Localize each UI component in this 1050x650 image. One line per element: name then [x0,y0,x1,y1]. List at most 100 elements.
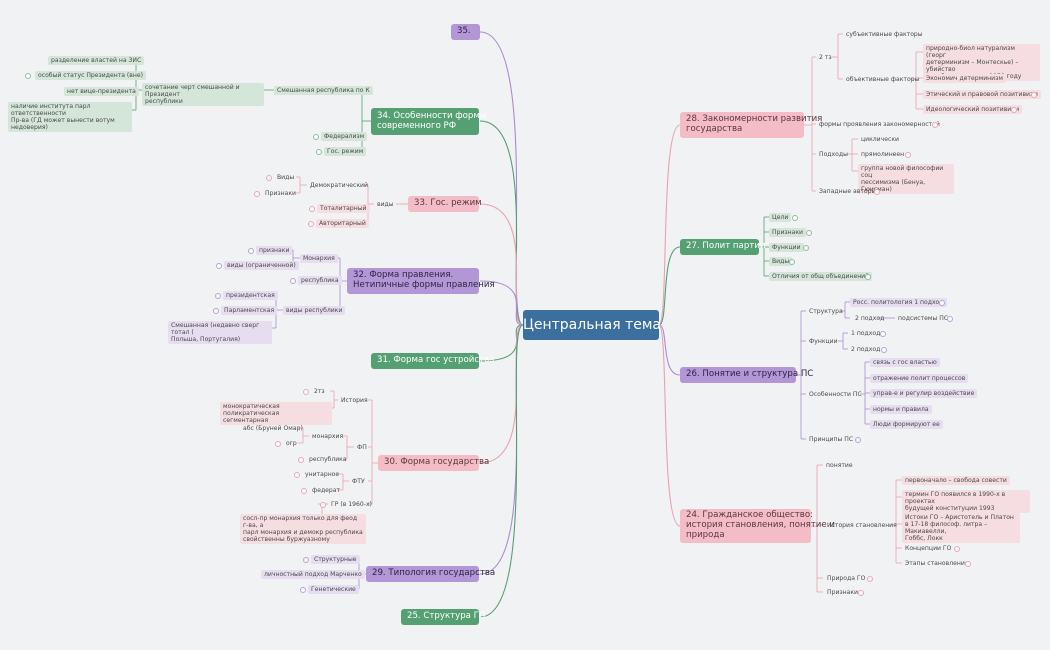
leaf-26-f1[interactable]: 1 подход [851,330,881,337]
expand-marker[interactable] [313,134,319,140]
leaf-29-genetic[interactable]: Генетические [308,585,359,594]
leaf-24-stages[interactable]: Этапы становления [905,560,969,567]
leaf-26-f2[interactable]: 2 подход [851,346,881,353]
expand-marker[interactable] [248,248,254,254]
expand-marker[interactable] [932,122,938,128]
leaf-32-presidential[interactable]: президентская [223,291,278,300]
leaf-24-signs[interactable]: Признаки [827,589,859,596]
expand-marker[interactable] [320,502,326,508]
leaf-28-linear[interactable]: прямолинеен [861,151,905,158]
topic-33[interactable]: 33. Гос. режим [408,196,482,212]
expand-marker[interactable] [301,488,307,494]
expand-marker[interactable] [867,576,873,582]
expand-marker[interactable] [905,152,911,158]
leaf-26-structure[interactable]: Структура [809,308,843,315]
leaf-26-principles[interactable]: Принципы ПС [809,436,854,443]
leaf-33-authoritarian[interactable]: Авторитарный [316,219,369,228]
leaf-32-republic[interactable]: республика [298,276,342,285]
leaf-26-norms[interactable]: нормы и правила [870,405,932,414]
topic-26[interactable]: 26. Понятие и структура ПС [680,367,813,383]
expand-marker[interactable] [1011,107,1017,113]
leaf-28-2tz[interactable]: 2 тз [819,54,832,61]
expand-marker[interactable] [874,189,880,195]
leaf-30-federal[interactable]: федерат [312,487,341,494]
leaf-26-link[interactable]: связь с гос властью [870,358,940,367]
leaf-30-republic[interactable]: республика [309,456,347,463]
expand-marker[interactable] [215,293,221,299]
expand-marker[interactable] [858,590,864,596]
leaf-29-structural[interactable]: Структурные [311,555,360,564]
leaf-26-2p[interactable]: 2 подход [855,315,885,322]
leaf-34-regime[interactable]: Гос. режим [324,147,367,156]
leaf-28-subjective[interactable]: субъективные факторы [846,31,923,38]
expand-marker[interactable] [25,73,31,79]
topic-25[interactable]: 25. Структура ГО [401,609,486,625]
expand-marker[interactable] [789,259,795,265]
leaf-27-kinds[interactable]: Виды [769,257,793,266]
leaf-28-cyclical[interactable]: циклически [861,136,899,143]
leaf-28-econ[interactable]: Экономич детерминизм [923,74,1006,83]
leaf-33-totalitarian[interactable]: Тоталитарный [317,204,370,213]
leaf-27-functions[interactable]: Функции [769,243,804,252]
leaf-24-history[interactable]: История становления [827,522,897,529]
expand-marker[interactable] [303,389,309,395]
leaf-34-separation[interactable]: разделение властей на ЗИС [48,56,145,65]
expand-marker[interactable] [792,215,798,221]
expand-marker[interactable] [298,457,304,463]
expand-marker[interactable] [300,587,306,593]
leaf-30-history[interactable]: История [341,397,368,404]
leaf-30-abs[interactable]: абс (Бруней Омар) [243,425,303,432]
leaf-26-functions[interactable]: Функции [809,338,838,345]
expand-marker[interactable] [965,561,971,567]
leaf-32-monarchy[interactable]: Монархия [300,254,338,263]
leaf-34-mixed-republic[interactable]: Смешанная республика по К [274,86,373,95]
leaf-34-status[interactable]: особый статус Президента (вне) [35,71,146,80]
leaf-30-unitary[interactable]: унитарное [305,471,340,478]
expand-marker[interactable] [316,149,322,155]
expand-marker[interactable] [954,546,960,552]
leaf-28-ethical[interactable]: Этический и правовой позитивизм [923,90,1041,99]
leaf-33-dem-signs[interactable]: Признаки [265,190,297,197]
topic-30[interactable]: 30. Форма государства [378,455,489,471]
leaf-24-nature[interactable]: Природа ГО [827,575,866,582]
leaf-28-forms[interactable]: формы проявления закономерностей [819,121,940,128]
expand-marker[interactable] [1031,92,1037,98]
leaf-28-western[interactable]: Западные авторы [819,188,877,195]
topic-24[interactable]: 24. Гражданское общество:история становл… [680,509,835,543]
expand-marker[interactable] [275,441,281,447]
leaf-30-note[interactable]: сосл-пр монархия только для феод г-ва, а… [240,514,366,544]
leaf-26-control[interactable]: управ-е и регулир воздействие [870,389,978,398]
leaf-33-vidy[interactable]: виды [377,201,394,208]
leaf-24-first[interactable]: первоначало – свобода совести [902,476,1010,485]
leaf-26-reflect[interactable]: отражение полит процессов [870,374,969,383]
central-topic[interactable]: Центральная тема [523,310,661,340]
leaf-26-people[interactable]: Люди формируют ее [870,420,943,429]
expand-marker[interactable] [254,191,260,197]
leaf-27-differences[interactable]: Отличия от общ объединений [769,272,873,281]
topic-29[interactable]: 29. Типология государства [366,566,495,582]
leaf-24-concept[interactable]: понятие [826,462,853,469]
leaf-30-ogr[interactable]: огр [286,440,297,447]
leaf-30-2tz[interactable]: 2тз [314,388,325,395]
expand-marker[interactable] [806,230,812,236]
expand-marker[interactable] [947,316,953,322]
expand-marker[interactable] [309,206,315,212]
topic-35[interactable]: 35. [451,24,480,40]
leaf-32-mon-kinds[interactable]: виды (ограниченной) [224,261,299,270]
leaf-28-ideological[interactable]: Идеологический позитивизм [923,105,1023,114]
leaf-30-gr[interactable]: ГР (в 1960-х) [331,501,372,508]
expand-marker[interactable] [294,472,300,478]
expand-marker[interactable] [216,263,222,269]
expand-marker[interactable] [881,347,887,353]
leaf-32-rep-kinds[interactable]: виды республики [283,306,346,315]
expand-marker[interactable] [803,245,809,251]
leaf-30-ftu[interactable]: ФТУ [352,478,365,485]
leaf-27-signs[interactable]: Признаки [769,228,807,237]
expand-marker[interactable] [939,300,945,306]
leaf-24-concepts[interactable]: Концепции ГО [905,545,952,552]
